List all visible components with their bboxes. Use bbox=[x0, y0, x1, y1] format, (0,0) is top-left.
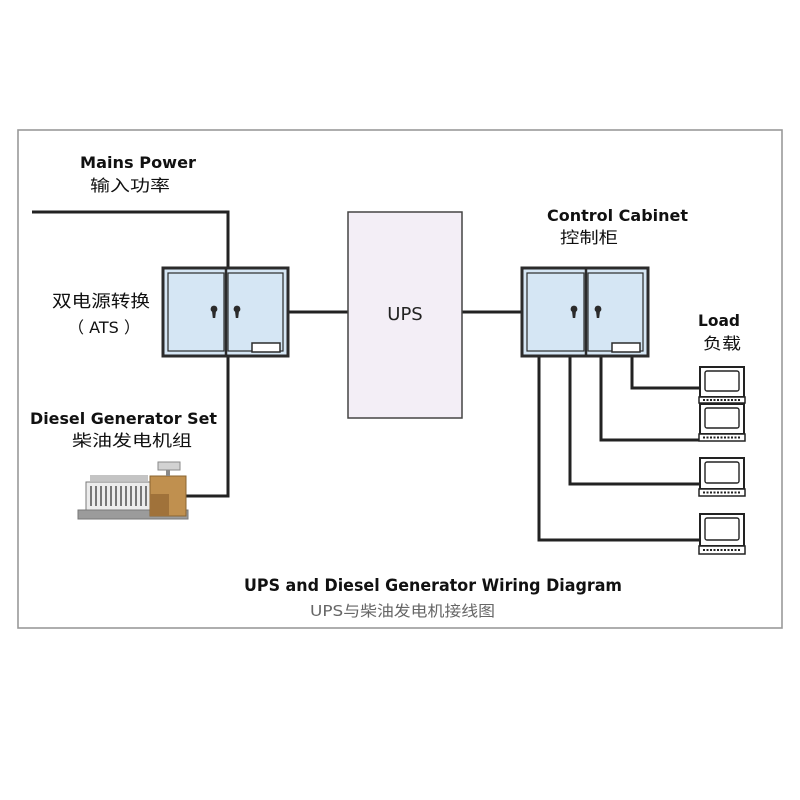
ups-unit: UPS bbox=[347, 211, 463, 419]
diagram-subtitle: UPS与柴油发电机接线图 bbox=[310, 602, 495, 620]
control-cabinet-label: Control Cabinet bbox=[547, 206, 688, 225]
ups-label: UPS bbox=[387, 304, 422, 325]
monitor-icon bbox=[698, 457, 746, 497]
control-cabinet-label-zh: 控制柜 bbox=[560, 228, 618, 247]
keyhole-icon bbox=[233, 305, 241, 318]
load-wire-4 bbox=[537, 356, 700, 542]
load-wire-1 bbox=[630, 356, 700, 390]
load-label: Load bbox=[698, 311, 740, 330]
diesel-generator-label: Diesel Generator Set bbox=[30, 409, 217, 428]
diesel-generator-icon bbox=[77, 461, 189, 520]
load-wire-3 bbox=[568, 356, 700, 486]
diesel-generator-label-zh: 柴油发电机组 bbox=[72, 431, 192, 450]
ats-label-zh: 双电源转换 bbox=[52, 292, 150, 312]
diagram-title: UPS and Diesel Generator Wiring Diagram bbox=[244, 576, 622, 596]
keyhole-icon bbox=[570, 305, 578, 318]
monitor-icon bbox=[698, 513, 746, 555]
load-label-zh: 负载 bbox=[703, 334, 741, 353]
control-cabinet-left-door bbox=[526, 272, 585, 352]
ats-left-door bbox=[167, 272, 225, 352]
mains-power-label: Mains Power bbox=[80, 153, 196, 172]
mains-power-wire bbox=[32, 210, 230, 268]
ups-box bbox=[347, 211, 463, 419]
control-cabinet bbox=[520, 266, 650, 358]
keyhole-icon bbox=[594, 305, 602, 318]
diagram-frame bbox=[17, 129, 783, 629]
ats-label: （ ATS ） bbox=[68, 318, 140, 337]
generator-wire bbox=[186, 356, 230, 498]
mains-power-label-zh: 输入功率 bbox=[90, 176, 170, 195]
control-cabinet-handle bbox=[611, 342, 641, 353]
ats-handle bbox=[251, 342, 281, 353]
monitor-icon bbox=[698, 403, 746, 442]
ats-cabinet bbox=[161, 266, 290, 358]
keyhole-icon bbox=[210, 305, 218, 318]
monitor-icon bbox=[698, 366, 746, 404]
load-wire-2 bbox=[599, 356, 700, 442]
